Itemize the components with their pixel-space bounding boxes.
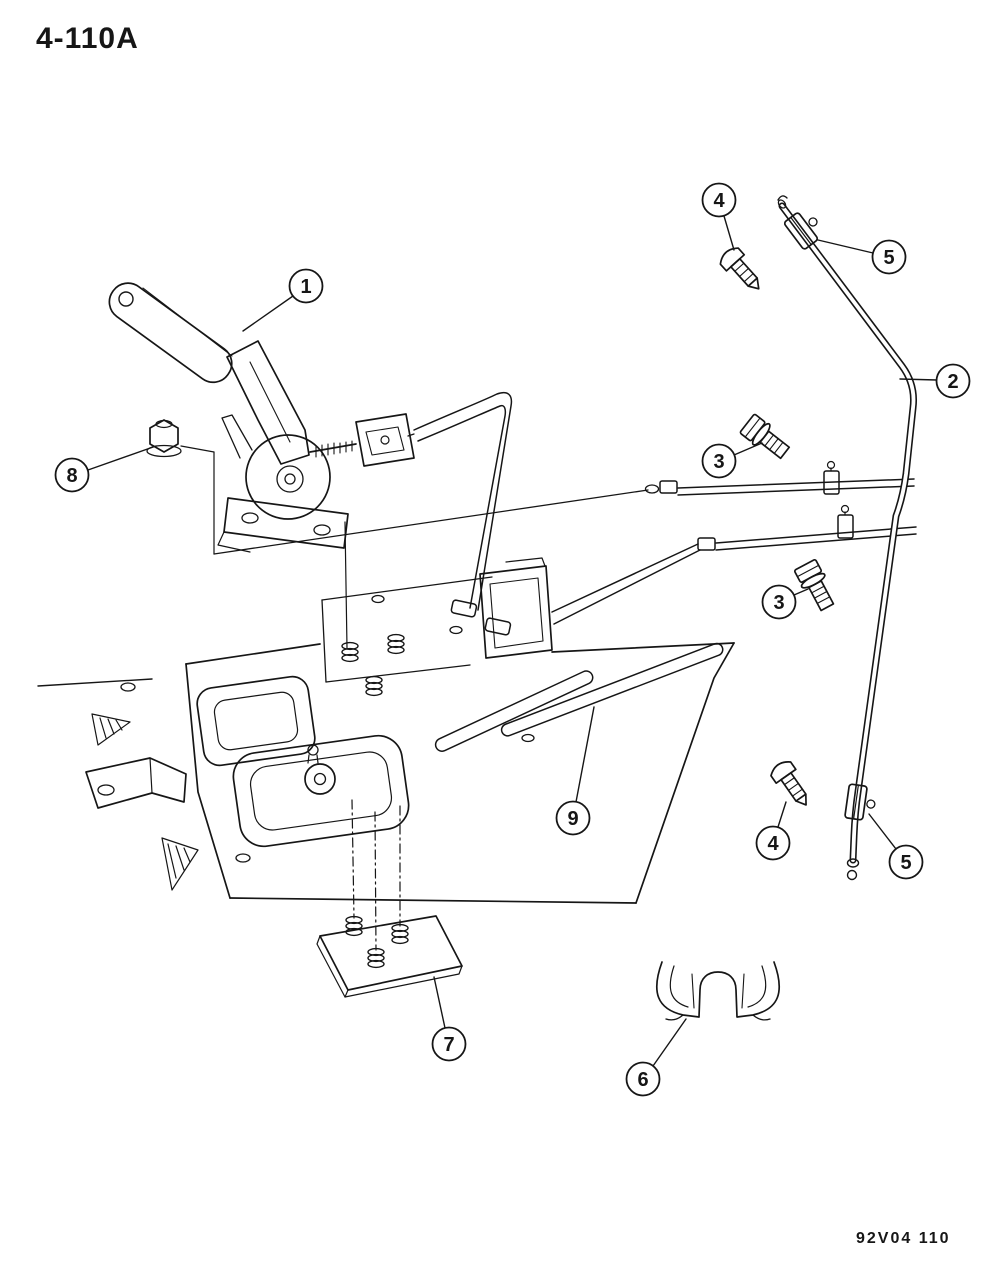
cable-clamp-blocks xyxy=(823,460,854,539)
side-bracket xyxy=(85,757,187,809)
callout-9: 9 xyxy=(555,800,591,836)
svg-text:3: 3 xyxy=(773,592,784,614)
callout-3-lower: 3 xyxy=(761,584,797,620)
parking-brake-lever xyxy=(108,282,415,649)
hatch-marks xyxy=(91,713,199,891)
drawing-code: 92V04 110 xyxy=(856,1230,951,1247)
callout-4-lower: 4 xyxy=(755,825,791,861)
rear-brake-cables xyxy=(551,460,917,625)
callout-8: 8 xyxy=(54,457,90,493)
svg-text:3: 3 xyxy=(713,451,724,473)
svg-text:7: 7 xyxy=(443,1034,454,1056)
front-brake-cable xyxy=(413,391,513,636)
callout-3-upper: 3 xyxy=(701,443,737,479)
screw-upper xyxy=(719,247,760,290)
bolt-lower xyxy=(793,559,835,612)
svg-text:2: 2 xyxy=(947,371,958,393)
console-mount-plate xyxy=(321,557,553,697)
spring-studs xyxy=(341,633,405,697)
mounting-plate xyxy=(316,799,463,998)
bolt-upper xyxy=(739,413,791,460)
flange-nut xyxy=(146,419,182,458)
rod-clamp-lower xyxy=(844,783,876,821)
figure-number: 4-110A xyxy=(36,22,139,55)
leader-lines xyxy=(87,215,938,1067)
svg-text:4: 4 xyxy=(713,190,725,212)
release-rod xyxy=(777,195,917,881)
callout-2: 2 xyxy=(935,363,971,399)
svg-text:9: 9 xyxy=(567,808,578,830)
callout-6: 6 xyxy=(625,1061,661,1097)
retainer-bracket xyxy=(655,961,781,1021)
callout-1: 1 xyxy=(288,268,324,304)
svg-text:5: 5 xyxy=(883,247,894,269)
screw-lower xyxy=(770,761,807,806)
svg-text:1: 1 xyxy=(300,276,311,298)
callout-5-upper: 5 xyxy=(871,239,907,275)
callout-5-lower: 5 xyxy=(888,844,924,880)
svg-text:6: 6 xyxy=(637,1069,648,1091)
svg-text:4: 4 xyxy=(767,833,779,855)
shifter-opening xyxy=(196,675,410,848)
callout-7: 7 xyxy=(431,1026,467,1062)
rod-clamp-upper xyxy=(783,212,819,250)
callout-4-upper: 4 xyxy=(701,182,737,218)
svg-text:5: 5 xyxy=(900,852,911,874)
floor-pan xyxy=(37,451,735,904)
svg-text:8: 8 xyxy=(66,465,77,487)
